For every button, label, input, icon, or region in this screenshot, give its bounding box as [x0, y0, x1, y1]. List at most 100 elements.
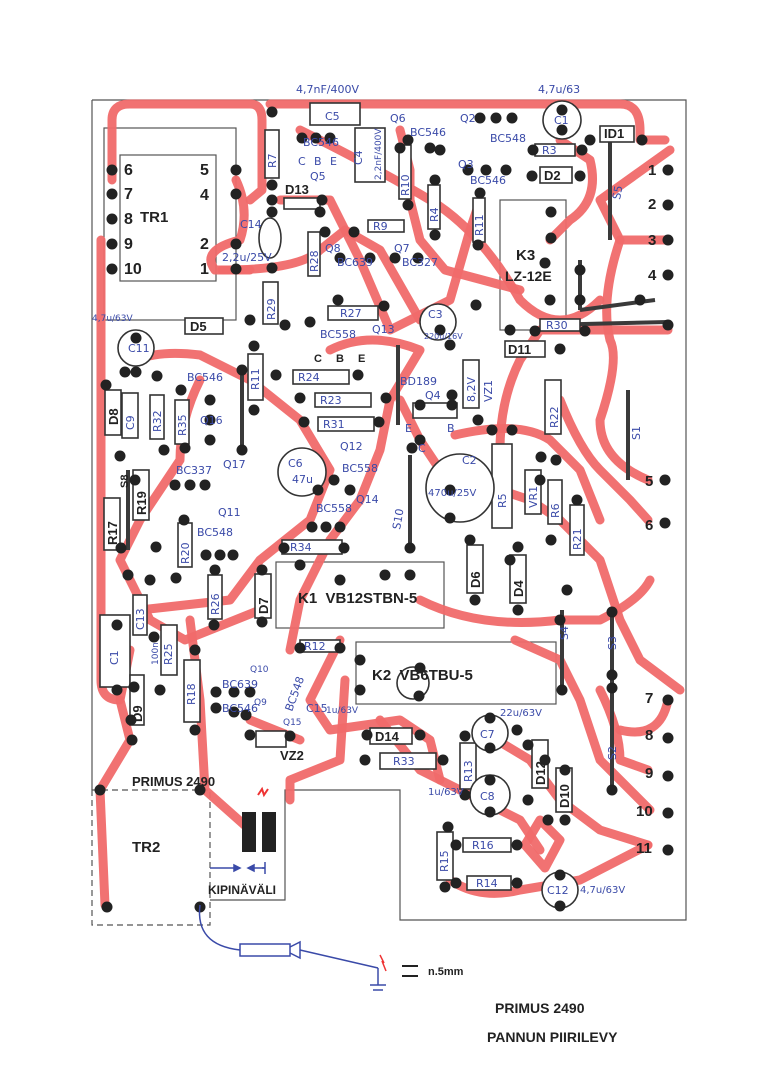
solder-pad — [312, 484, 324, 496]
solder-pad — [506, 424, 518, 436]
solder-pad — [270, 369, 282, 381]
solder-pad — [178, 514, 190, 526]
solder-pad — [209, 564, 221, 576]
solder-pad — [334, 252, 346, 264]
solder-pad — [554, 614, 566, 626]
q2-type: BC548 — [490, 132, 526, 145]
solder-pad — [606, 682, 618, 694]
solder-pad — [266, 206, 278, 218]
solder-pad — [144, 574, 156, 586]
tr1-pin-2: 2 — [200, 236, 209, 253]
solder-pad — [175, 384, 187, 396]
solder-pad — [469, 594, 481, 606]
solder-pad — [511, 877, 523, 889]
solder-pad — [450, 877, 462, 889]
q11-type: BC548 — [197, 526, 233, 539]
c13-value: 100n — [151, 642, 161, 665]
r6-label: R6 — [549, 503, 562, 518]
solder-pad — [556, 684, 568, 696]
solder-pad — [662, 199, 674, 211]
tr1-pin-6: 6 — [124, 162, 133, 179]
q3-label: Q3 — [458, 158, 474, 171]
q4-label: Q4 — [425, 389, 441, 402]
solder-pad — [129, 474, 141, 486]
s10-label: S10 — [390, 508, 406, 531]
q4-pin-e: E — [405, 422, 412, 435]
solder-pad — [344, 484, 356, 496]
solder-pad — [442, 821, 454, 833]
solder-pad — [470, 299, 482, 311]
solder-pad — [189, 644, 201, 656]
solder-pad — [606, 784, 618, 796]
solder-pad — [474, 187, 486, 199]
r10-label: R10 — [399, 174, 412, 196]
r22-label: R22 — [548, 406, 561, 428]
solder-pad — [500, 164, 512, 176]
c3-value: 220u/16V — [424, 332, 463, 341]
c5-label: C5 — [325, 110, 340, 123]
q9-label: Q9 — [254, 698, 267, 708]
solder-pad — [662, 319, 674, 331]
c11-value: 4,7u/63V — [92, 314, 134, 324]
solder-pad — [472, 239, 484, 251]
tr1-pin-5: 5 — [200, 162, 209, 179]
solder-pad — [310, 132, 322, 144]
s5-label: S5 — [610, 184, 625, 200]
solder-pad — [634, 294, 646, 306]
q15-label: Q15 — [283, 718, 302, 728]
q4-pin-b: B — [447, 422, 455, 435]
solder-pad — [158, 444, 170, 456]
solder-pad — [484, 806, 496, 818]
solder-pad — [100, 379, 112, 391]
solder-pad — [522, 739, 534, 751]
tr1-pin-9: 9 — [124, 236, 133, 253]
solder-pad — [151, 370, 163, 382]
solder-pad — [556, 124, 568, 136]
solder-pad — [429, 174, 441, 186]
solder-pad — [204, 414, 216, 426]
gap-symbol-icon — [402, 965, 418, 977]
board-outline — [91, 99, 687, 921]
solder-pad — [484, 742, 496, 754]
gap-arrows-icon — [210, 862, 266, 874]
solder-pad — [204, 434, 216, 446]
terminal-2: 2 — [648, 196, 656, 213]
terminal-9: 9 — [645, 765, 653, 782]
c5-value: 4,7nF/400V — [296, 83, 359, 96]
solder-pad — [266, 194, 278, 206]
s2-label: S2 — [606, 746, 619, 760]
q16-label: Q16 — [200, 414, 223, 427]
q7-label: Q7 — [394, 242, 410, 255]
solder-pad — [228, 706, 240, 718]
solder-pad — [204, 394, 216, 406]
solder-pad — [106, 164, 118, 176]
q14-label: Q14 — [356, 493, 379, 506]
c4-value: 2,2nF/400V — [374, 128, 384, 180]
solder-pad — [554, 900, 566, 912]
solder-pad — [472, 414, 484, 426]
tr2-label: TR2 — [132, 839, 160, 856]
solder-pad — [542, 814, 554, 826]
q13-pin-b: B — [336, 353, 344, 365]
r31-label: R31 — [323, 418, 345, 431]
solder-pad — [662, 234, 674, 246]
vz1-value: 8,2V — [465, 377, 478, 402]
solder-pad — [352, 369, 364, 381]
q15-type: BC548 — [283, 675, 308, 713]
solder-pad — [545, 206, 557, 218]
terminal-7: 7 — [645, 690, 653, 707]
solder-pad — [490, 112, 502, 124]
solder-pad — [535, 451, 547, 463]
solder-pad — [354, 654, 366, 666]
solder-pad — [348, 226, 360, 238]
c1-value: 4,7u/63 — [538, 83, 580, 96]
solder-pad — [662, 164, 674, 176]
r27-label: R27 — [340, 307, 362, 320]
solder-pad — [539, 754, 551, 766]
solder-pad — [506, 112, 518, 124]
solder-pad — [574, 170, 586, 182]
solder-pad — [169, 479, 181, 491]
tr1-pin-4: 4 — [200, 187, 209, 204]
terminal-1: 1 — [648, 162, 656, 179]
q5-label: Q5 — [310, 170, 326, 183]
